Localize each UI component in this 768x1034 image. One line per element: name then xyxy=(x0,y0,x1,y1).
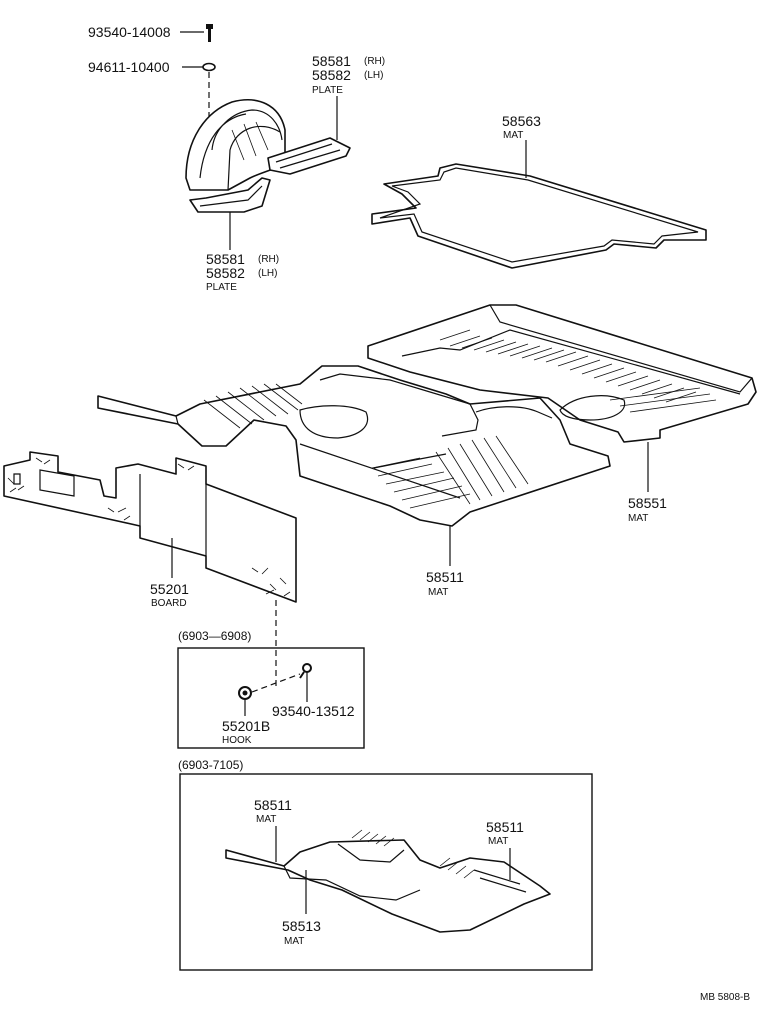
diagram-code: MB 5808-B xyxy=(700,992,750,1003)
callout-inset-mat-mid-name: MAT xyxy=(284,936,304,947)
callout-plate-lower-rh-side: (RH) xyxy=(258,254,279,265)
callout-washer: 94611-10400 xyxy=(88,59,170,75)
screw-93540-13512 xyxy=(299,663,312,679)
inset-mat-frame xyxy=(179,773,593,971)
assembly-line-hook xyxy=(251,673,301,693)
callout-mat-58511-name: MAT xyxy=(428,587,448,598)
floor-mat-front-grating xyxy=(203,383,529,509)
plate-upper xyxy=(267,137,351,175)
inset-mat-front-58511 xyxy=(225,839,551,933)
callout-inset-mat-left-name: MAT xyxy=(256,814,276,825)
plate-lower xyxy=(189,177,271,213)
callout-mat-58563: 58563 xyxy=(502,113,541,129)
callout-board-name: BOARD xyxy=(151,598,187,609)
callout-plate-lower-rh: 58581 xyxy=(206,251,245,267)
callout-inset-mat-left: 58511 xyxy=(254,797,292,813)
callout-plate-upper-lh-side: (LH) xyxy=(364,70,383,81)
callout-screw-top: 93540-14008 xyxy=(88,24,171,40)
callout-mat-58563-name: MAT xyxy=(503,130,523,141)
callout-hook-name: HOOK xyxy=(222,735,252,746)
washer-94611-10400 xyxy=(182,62,216,72)
callout-plate-upper-lh: 58582 xyxy=(312,67,351,83)
callout-inset-mat-right: 58511 xyxy=(486,819,524,835)
callout-plate-upper-rh-side: (RH) xyxy=(364,56,385,67)
callout-mat-58551: 58551 xyxy=(628,495,667,511)
callout-mat-58511: 58511 xyxy=(426,569,464,585)
hook-55201B xyxy=(238,686,252,700)
callout-plate-upper-rh: 58581 xyxy=(312,53,351,69)
wheel-housing-cover xyxy=(185,99,286,191)
callout-plate-lower-name: PLATE xyxy=(206,282,237,293)
callout-hook: 55201B xyxy=(222,718,270,734)
floor-mat-front-58511 xyxy=(97,365,611,527)
callout-inset-mat-right-name: MAT xyxy=(488,836,508,847)
callout-board: 55201 xyxy=(150,581,189,597)
board-55201 xyxy=(3,451,297,603)
board-texture xyxy=(7,457,291,597)
callout-inset-mat-mid: 58513 xyxy=(282,918,321,934)
callout-plate-upper-name: PLATE xyxy=(312,85,343,96)
callout-mat-58551-name: MAT xyxy=(628,513,648,524)
inset-hook-frame xyxy=(177,647,365,749)
screw-93540-14008 xyxy=(180,24,213,42)
inset-hook-range: (6903—6908) xyxy=(178,629,251,643)
mat-58563 xyxy=(371,163,707,269)
callout-plate-lower-lh-side: (LH) xyxy=(258,268,277,279)
callout-screw-hook: 93540-13512 xyxy=(272,703,355,719)
floor-mat-rear-grating xyxy=(439,329,717,413)
callout-plate-lower-lh: 58582 xyxy=(206,265,245,281)
inset-mat-range: (6903-7105) xyxy=(178,758,243,772)
inset-mat-grating xyxy=(351,829,475,879)
